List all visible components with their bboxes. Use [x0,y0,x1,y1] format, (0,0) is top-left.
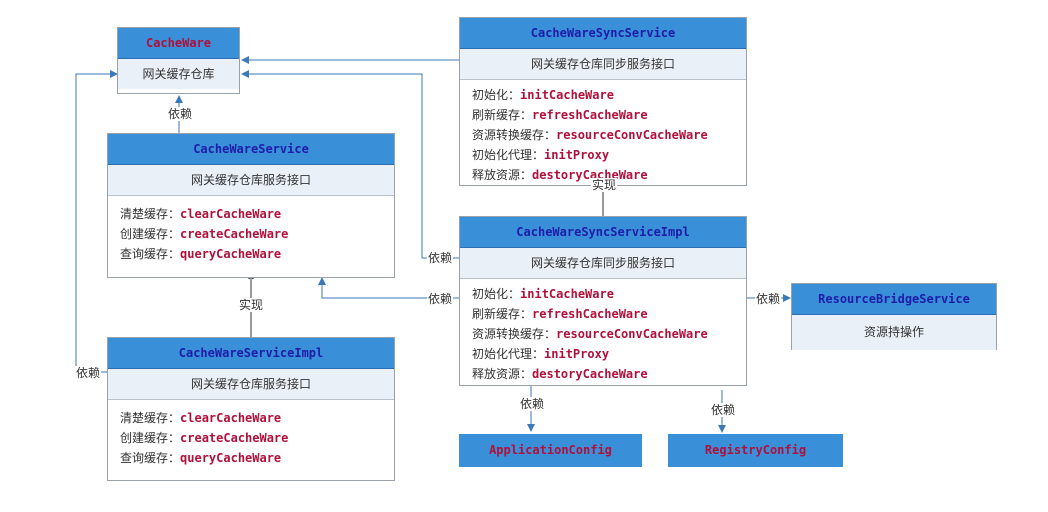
method-row: 清楚缓存：clearCacheWare [120,207,282,221]
method-row: 查询缓存：queryCacheWare [120,451,282,465]
method-row: 资源转换缓存：resourceConvCacheWare [472,327,708,341]
label-depends-regconfig: 依赖 [710,403,737,417]
application-config-box[interactable]: ApplicationConfig [459,434,642,467]
cacheware-service-methods: 清楚缓存：clearCacheWare 创建缓存：createCacheWare… [108,196,394,272]
method-row: 清楚缓存：clearCacheWare [120,411,282,425]
label-depends-appconfig: 依赖 [519,397,546,411]
dep-syncimpl-to-service [318,277,459,299]
label-depends-syncimpl-service: 依赖 [427,292,454,306]
cacheware-sync-service-impl-methods: 初始化：initCacheWare 刷新缓存：refreshCacheWare … [460,279,746,389]
label-depends-service: 依赖 [167,107,194,121]
cacheware-sync-service-box[interactable]: CacheWareSyncService 网关缓存仓库同步服务接口 初始化：in… [459,17,747,186]
cacheware-service-box[interactable]: CacheWareService 网关缓存仓库服务接口 清楚缓存：clearCa… [107,133,395,278]
registry-config-box[interactable]: RegistryConfig [668,434,843,467]
method-row: 初始化代理：initProxy [472,148,610,162]
cacheware-service-impl-title: CacheWareServiceImpl [108,338,394,369]
method-row: 刷新缓存：refreshCacheWare [472,108,648,122]
method-row: 创建缓存：createCacheWare [120,227,289,241]
resource-bridge-service-box[interactable]: ResourceBridgeService 资源持操作 [791,283,997,350]
cacheware-box[interactable]: CacheWare 网关缓存仓库 [117,27,240,94]
cacheware-sync-service-subtitle: 网关缓存仓库同步服务接口 [460,49,746,80]
label-depends-serviceimpl-cacheware: 依赖 [75,366,102,380]
cacheware-sync-service-impl-subtitle: 网关缓存仓库同步服务接口 [460,248,746,279]
cacheware-service-impl-subtitle: 网关缓存仓库服务接口 [108,369,394,400]
method-row: 初始化：initCacheWare [472,287,614,301]
cacheware-title: CacheWare [118,28,239,59]
cacheware-subtitle: 网关缓存仓库 [118,59,239,89]
method-row: 创建缓存：createCacheWare [120,431,289,445]
cacheware-sync-service-methods: 初始化：initCacheWare 刷新缓存：refreshCacheWare … [460,80,746,190]
cacheware-sync-service-title: CacheWareSyncService [460,18,746,49]
label-depends-syncimpl-cacheware: 依赖 [427,251,454,265]
method-row: 初始化代理：initProxy [472,347,610,361]
method-row: 刷新缓存：refreshCacheWare [472,307,648,321]
method-row: 资源转换缓存：resourceConvCacheWare [472,128,708,142]
cacheware-sync-service-impl-title: CacheWareSyncServiceImpl [460,217,746,248]
method-row: 释放资源：destoryCacheWare [472,367,648,381]
method-row: 释放资源：destoryCacheWare [472,168,648,182]
label-implements-serviceimpl: 实现 [238,298,265,312]
resource-bridge-service-title: ResourceBridgeService [792,284,996,315]
cacheware-service-title: CacheWareService [108,134,394,165]
cacheware-service-impl-box[interactable]: CacheWareServiceImpl 网关缓存仓库服务接口 清楚缓存：cle… [107,337,395,481]
method-row: 查询缓存：queryCacheWare [120,247,282,261]
cacheware-sync-service-impl-box[interactable]: CacheWareSyncServiceImpl 网关缓存仓库同步服务接口 初始… [459,216,747,386]
resource-bridge-service-subtitle: 资源持操作 [792,315,996,350]
label-implements-syncimpl: 实现 [591,178,618,192]
label-depends-bridge: 依赖 [755,292,782,306]
method-row: 初始化：initCacheWare [472,88,614,102]
cacheware-service-subtitle: 网关缓存仓库服务接口 [108,165,394,196]
cacheware-service-impl-methods: 清楚缓存：clearCacheWare 创建缓存：createCacheWare… [108,400,394,476]
